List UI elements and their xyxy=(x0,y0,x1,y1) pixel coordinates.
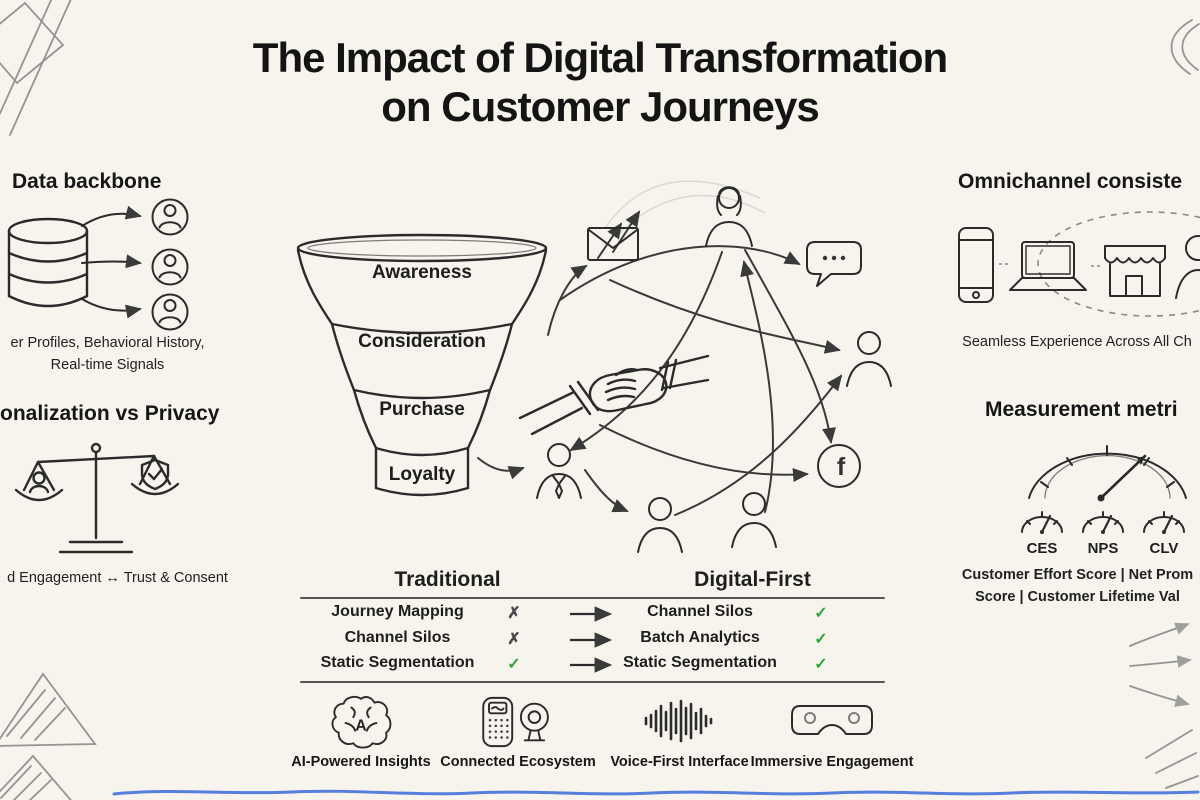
title-line-2: on Customer Journeys xyxy=(381,82,819,130)
measurement-heading: Measurement metri xyxy=(985,398,1178,421)
device-connector xyxy=(999,263,1009,265)
smartphone-icon xyxy=(958,227,994,303)
voice-waveform-icon xyxy=(642,692,718,750)
user-profile-icon xyxy=(151,248,189,286)
capability-label: AI-Powered Insights xyxy=(291,754,431,770)
funnel-stage-purchase: Purchase xyxy=(379,399,465,420)
gauge-label-nps: NPS xyxy=(1087,540,1119,557)
check-icon: ✓ xyxy=(814,656,828,673)
digital-item-label: Static Segmentation xyxy=(623,654,777,671)
omnichannel-caption: Seamless Experience Across All Ch xyxy=(962,334,1192,350)
funnel-stage-awareness: Awareness xyxy=(372,262,472,283)
customer-icon xyxy=(846,331,892,387)
customer-female-icon xyxy=(705,186,753,247)
capability-label: Connected Ecosystem xyxy=(440,754,596,770)
gauge-large-icon xyxy=(1028,445,1187,502)
storefront-icon xyxy=(1104,245,1166,297)
x-mark-icon: ✗ xyxy=(507,605,521,622)
omnichannel-heading: Omnichannel consiste xyxy=(958,170,1183,193)
decor-sketch-top-right-icon xyxy=(1170,19,1200,75)
customer-icon xyxy=(637,497,683,553)
device-connector xyxy=(1091,265,1101,267)
personalization-heading: onalization vs Privacy xyxy=(0,402,220,425)
decor-blue-underline xyxy=(112,789,1200,796)
omnichannel-dashed-loop-icon xyxy=(1037,211,1200,317)
digital-item-label: Batch Analytics xyxy=(640,629,760,646)
traditional-item-label: Channel Silos xyxy=(344,629,451,646)
customer-icon xyxy=(1175,235,1200,299)
capability-immersive: Immersive Engagement xyxy=(750,692,914,770)
facebook-letter: f xyxy=(837,453,846,481)
check-icon: ✓ xyxy=(507,656,521,673)
capability-connected-ecosystem: Connected Ecosystem xyxy=(438,692,598,770)
vr-goggles-icon xyxy=(790,692,874,750)
customer-with-tie-icon xyxy=(536,443,582,499)
user-profile-icon xyxy=(151,293,189,331)
customer-journey-funnel-icon xyxy=(296,233,548,497)
database-icon xyxy=(7,217,89,308)
funnel-stage-consideration: Consideration xyxy=(358,331,486,352)
x-mark-icon: ✗ xyxy=(507,631,521,648)
comparison-row: Static Segmentation ✓ Static Segmentatio… xyxy=(300,654,880,678)
page-title: The Impact of Digital Transformation on … xyxy=(0,34,1200,131)
transition-arrow-icon xyxy=(570,657,613,673)
personalization-caption: d Engagement ↔ Trust & Consent xyxy=(7,570,228,586)
comparison-row: Channel Silos ✗ Batch Analytics ✓ xyxy=(300,629,880,653)
traditional-header: Traditional xyxy=(394,568,501,591)
gauge-clv-icon xyxy=(1143,511,1185,534)
user-profile-icon xyxy=(151,198,189,236)
brain-glyph: A xyxy=(355,718,366,735)
comparison-row: Journey Mapping ✗ Channel Silos ✓ xyxy=(300,603,880,627)
transition-arrow-icon xyxy=(570,632,613,648)
gauge-nps-icon xyxy=(1082,511,1124,534)
journey-network-arrows-icon xyxy=(477,210,843,516)
capability-voice-first: Voice-First Interface xyxy=(602,692,757,770)
customer-icon xyxy=(731,492,777,548)
gauge-ces-icon xyxy=(1021,511,1063,534)
decor-sketch-top-left-icon xyxy=(0,0,72,136)
check-icon: ✓ xyxy=(814,631,828,648)
capability-label: Immersive Engagement xyxy=(750,754,914,770)
email-icon xyxy=(587,227,639,261)
funnel-stage-loyalty: Loyalty xyxy=(388,464,456,485)
database-to-users-arrows-icon xyxy=(81,205,142,319)
gauge-label-clv: CLV xyxy=(1149,540,1179,557)
capability-ai-insights: A AI-Powered Insights xyxy=(286,692,436,770)
decor-sketch-bottom-right-icon xyxy=(1129,622,1199,789)
data-backbone-caption: er Profiles, Behavioral History, Real-ti… xyxy=(10,335,205,373)
balance-scale-icon xyxy=(14,442,180,554)
facebook-icon: f xyxy=(817,444,861,488)
handshake-icon xyxy=(518,354,710,436)
capability-label: Voice-First Interface xyxy=(610,754,749,770)
comparison-bottom-divider xyxy=(300,681,885,683)
digital-item-label: Channel Silos xyxy=(647,603,753,620)
gauge-label-ces: CES xyxy=(1026,540,1058,557)
brain-icon: A xyxy=(330,692,392,750)
decor-sketch-bottom-left-icon xyxy=(0,672,97,800)
data-backbone-heading: Data backbone xyxy=(12,170,162,193)
check-icon: ✓ xyxy=(814,605,828,622)
chat-bubble-icon xyxy=(806,241,862,287)
comparison-top-divider xyxy=(300,597,885,599)
measurement-caption: Customer Effort Score | Net Prom Score |… xyxy=(961,567,1194,605)
smart-speaker-icon xyxy=(480,692,556,750)
digital-first-header: Digital-First xyxy=(694,568,811,591)
laptop-icon xyxy=(1009,241,1087,291)
traditional-item-label: Static Segmentation xyxy=(320,654,475,671)
traditional-item-label: Journey Mapping xyxy=(331,603,464,620)
transition-arrow-icon xyxy=(570,606,613,622)
title-line-1: The Impact of Digital Transformation xyxy=(252,34,948,81)
